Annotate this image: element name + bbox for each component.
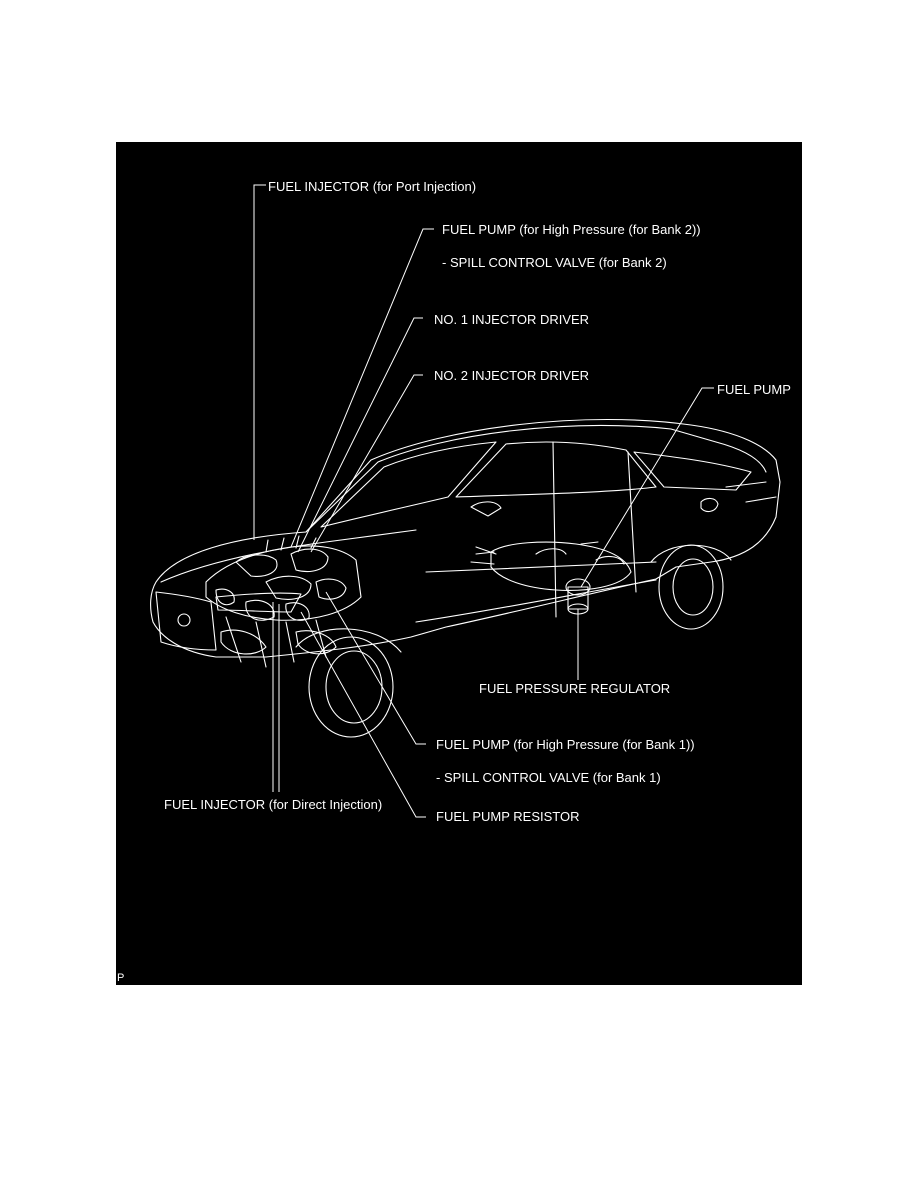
label-injector-driver-2: NO. 2 INJECTOR DRIVER: [434, 368, 590, 383]
label-injector-driver-1: NO. 1 INJECTOR DRIVER: [434, 312, 590, 327]
leader-fuel-pump: [580, 387, 714, 588]
door-line: [425, 561, 657, 573]
hood-line: [160, 529, 417, 583]
label-pump-bank2: FUEL PUMP (for High Pressure (for Bank 2…: [442, 222, 701, 237]
leader-injector-driver-1: [297, 317, 423, 553]
label-pump-resistor: FUEL PUMP RESISTOR: [436, 809, 580, 824]
car-body-outline: [150, 418, 781, 658]
door-pillar-2: [627, 451, 637, 593]
leader-port-injector: [253, 184, 266, 540]
front-wheel-arch: [295, 628, 402, 653]
rear-wheel-arch: [650, 544, 732, 563]
door-pillar: [552, 441, 557, 618]
rear-window: [633, 451, 752, 491]
leader-pump-resistor: [300, 611, 426, 818]
grille: [155, 591, 217, 651]
headlight: [215, 592, 302, 613]
engine-assembly: [205, 535, 362, 668]
car-roof-line: [305, 424, 767, 533]
windshield: [320, 441, 497, 528]
label-spill-bank2: - SPILL CONTROL VALVE (for Bank 2): [442, 255, 667, 270]
diagram-panel: FUEL INJECTOR (for Port Injection) FUEL …: [116, 142, 802, 985]
label-port-injector: FUEL INJECTOR (for Port Injection): [268, 179, 477, 194]
side-windows: [455, 441, 657, 498]
label-pump-bank1: FUEL PUMP (for High Pressure (for Bank 1…: [436, 737, 695, 752]
label-spill-bank1: - SPILL CONTROL VALVE (for Bank 1): [436, 770, 661, 785]
leader-injector-driver-2: [310, 374, 423, 553]
rear-wheel-inner: [672, 558, 714, 616]
door-handle-rear: [580, 541, 599, 545]
leader-pump-bank1: [325, 591, 426, 745]
rocker-line: [415, 579, 657, 623]
corner-mark: P: [117, 972, 125, 984]
front-wheel: [308, 636, 394, 738]
fuel-door: [700, 497, 719, 513]
front-wheel-inner: [325, 650, 383, 724]
emblem: [177, 613, 191, 627]
trunk-line: [725, 481, 777, 503]
car-fuel-system-illustration: [150, 184, 781, 818]
label-direct-injector: FUEL INJECTOR (for Direct Injection): [164, 797, 383, 812]
leader-pump-bank2: [290, 228, 434, 548]
side-mirror: [470, 501, 502, 517]
label-pressure-regulator: FUEL PRESSURE REGULATOR: [479, 681, 671, 696]
label-fuel-pump: FUEL PUMP: [717, 382, 791, 397]
fuel-tank-assembly: [470, 541, 632, 615]
